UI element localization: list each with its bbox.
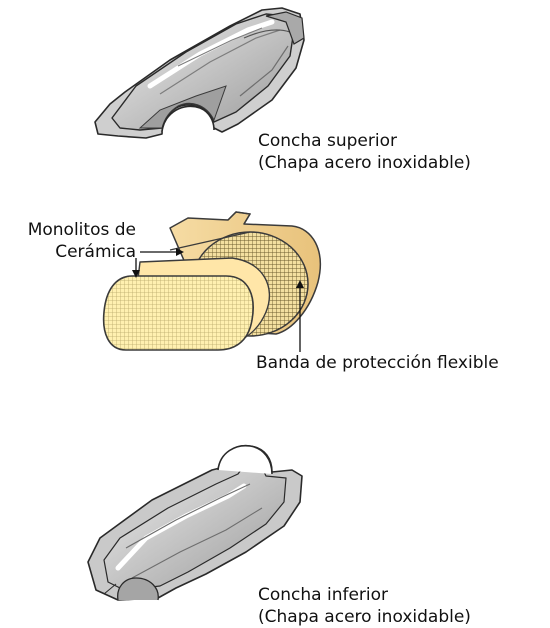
- lower-shell: [88, 446, 302, 600]
- monoliths-label-line1: Monolitos de: [10, 219, 136, 241]
- band-label: Banda de protección flexible: [256, 352, 499, 374]
- monolith-front: [104, 276, 254, 350]
- upper-shell-label: Concha superior (Chapa acero inoxidable): [258, 130, 471, 174]
- ceramic-core-assembly: [104, 212, 321, 350]
- upper-shell-label-line1: Concha superior: [258, 130, 471, 152]
- monoliths-label: Monolitos de Cerámica: [10, 219, 136, 263]
- lower-shell-label: Concha inferior (Chapa acero inoxidable): [258, 584, 471, 628]
- upper-shell-label-line2: (Chapa acero inoxidable): [258, 152, 471, 174]
- lower-shell-label-line1: Concha inferior: [258, 584, 471, 606]
- monoliths-label-line2: Cerámica: [10, 241, 136, 263]
- upper-shell: [95, 8, 304, 138]
